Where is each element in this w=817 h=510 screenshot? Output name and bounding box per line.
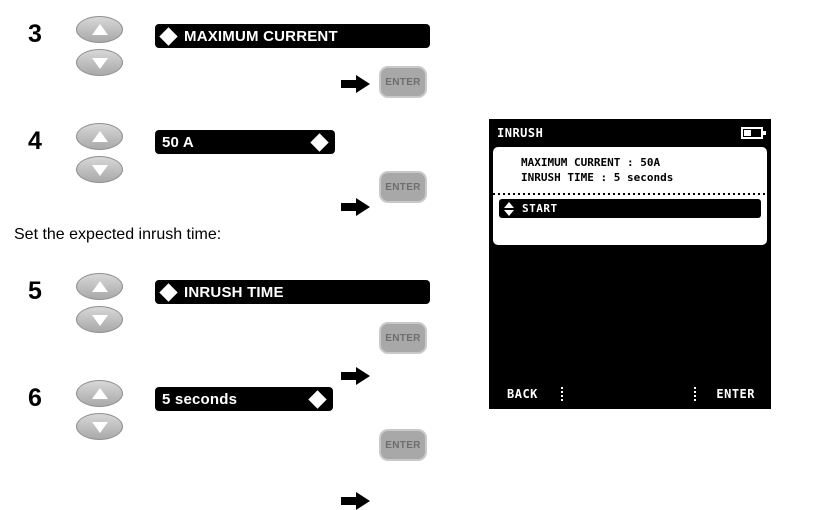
up-arrow-icon — [91, 280, 108, 292]
menu-bar-50-a[interactable]: 50 A — [155, 130, 335, 154]
device-screen: INRUSH MAXIMUM CURRENT : 50A INRUSH TIME… — [489, 119, 771, 409]
softkey-enter[interactable]: ENTER — [716, 387, 755, 401]
up-arrow-icon — [91, 23, 108, 35]
lcd-info-line-maximum-current: MAXIMUM CURRENT : 50A — [521, 156, 661, 169]
lcd-title-bar: INRUSH — [489, 119, 771, 147]
lcd-info-line-inrush-time: INRUSH TIME : 5 seconds — [521, 171, 674, 184]
menu-bar-5-seconds[interactable]: 5 seconds — [155, 387, 333, 411]
diamond-icon — [159, 26, 178, 46]
lcd-menu-item-start[interactable]: START — [499, 199, 761, 218]
arrow-right-icon-step-6 — [341, 492, 371, 510]
arrow-right-icon-step-5 — [341, 367, 371, 385]
down-arrow-icon — [91, 421, 108, 433]
up-down-arrows-icon — [504, 201, 515, 216]
arrow-right-icon-step-3 — [341, 75, 371, 93]
up-arrow-button[interactable] — [76, 123, 123, 150]
step-number-4: 4 — [28, 127, 42, 155]
rocker-buttons-step-5[interactable] — [76, 273, 123, 335]
enter-key-step-3[interactable]: ENTER — [379, 66, 427, 98]
lcd-info-panel: MAXIMUM CURRENT : 50A INRUSH TIME : 5 se… — [493, 147, 767, 245]
softkey-separator-left — [561, 387, 563, 401]
rocker-buttons-step-4[interactable] — [76, 123, 123, 185]
down-arrow-button[interactable] — [76, 306, 123, 333]
rocker-buttons-step-3[interactable] — [76, 16, 123, 78]
diamond-icon — [310, 132, 329, 152]
up-arrow-icon — [91, 387, 108, 399]
up-arrow-button[interactable] — [76, 273, 123, 300]
enter-key-step-5[interactable]: ENTER — [379, 322, 427, 354]
diamond-icon — [308, 389, 327, 409]
down-arrow-button[interactable] — [76, 156, 123, 183]
menu-bar-label: INRUSH TIME — [184, 283, 284, 301]
lcd-divider — [493, 193, 767, 195]
battery-icon — [741, 127, 766, 139]
lcd-info-list: MAXIMUM CURRENT : 50A INRUSH TIME : 5 se… — [493, 147, 767, 185]
down-arrow-button[interactable] — [76, 413, 123, 440]
step-number-5: 5 — [28, 277, 42, 305]
menu-bar-maximum-current[interactable]: MAXIMUM CURRENT — [155, 24, 430, 48]
menu-bar-label: MAXIMUM CURRENT — [184, 27, 338, 45]
up-arrow-button[interactable] — [76, 16, 123, 43]
diamond-icon — [159, 282, 178, 302]
menu-bar-label: 50 A — [162, 133, 194, 151]
instruction-text: Set the expected inrush time: — [14, 226, 222, 243]
up-arrow-icon — [91, 130, 108, 142]
arrow-right-icon-step-4 — [341, 198, 371, 216]
enter-key-step-6[interactable]: ENTER — [379, 429, 427, 461]
lcd-menu-item-label: START — [522, 202, 558, 215]
step-number-6: 6 — [28, 384, 42, 412]
menu-bar-label: 5 seconds — [162, 390, 238, 408]
down-arrow-button[interactable] — [76, 49, 123, 76]
rocker-buttons-step-6[interactable] — [76, 380, 123, 442]
lcd-softkey-bar: BACK ENTER — [489, 385, 771, 405]
softkey-separator-right — [694, 387, 696, 401]
enter-key-step-4[interactable]: ENTER — [379, 171, 427, 203]
down-arrow-icon — [91, 57, 108, 69]
menu-bar-inrush-time[interactable]: INRUSH TIME — [155, 280, 430, 304]
up-arrow-button[interactable] — [76, 380, 123, 407]
step-number-3: 3 — [28, 20, 42, 48]
down-arrow-icon — [91, 314, 108, 326]
softkey-back[interactable]: BACK — [507, 387, 538, 401]
down-arrow-icon — [91, 164, 108, 176]
lcd-screen-title: INRUSH — [497, 126, 544, 140]
